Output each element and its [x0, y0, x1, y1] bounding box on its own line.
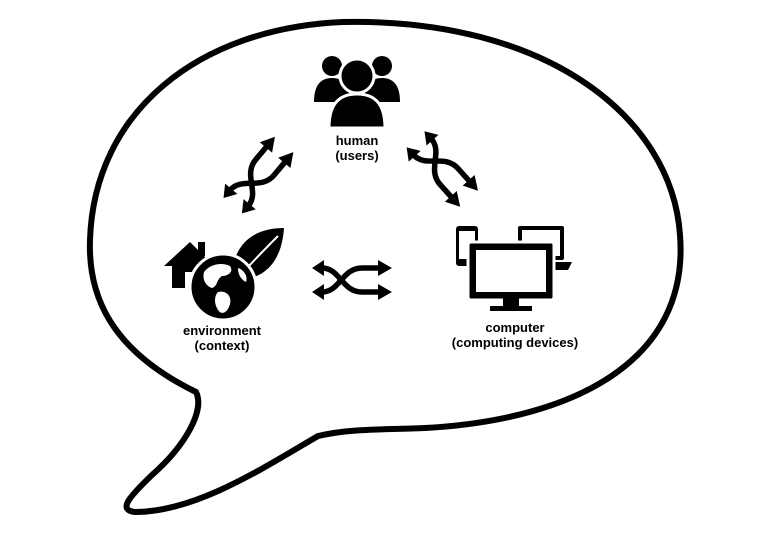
- globe-house-leaf-icon: [164, 228, 284, 322]
- devices-icon: [456, 226, 572, 311]
- node-label-environment: environment (context): [162, 323, 282, 353]
- environment-title: environment: [182, 323, 261, 338]
- environment-subtitle: (context): [194, 338, 250, 353]
- human-subtitle: (users): [335, 148, 379, 163]
- node-label-computer: computer (computing devices): [430, 320, 600, 350]
- computer-title: computer: [485, 320, 545, 335]
- computer-subtitle: (computing devices): [451, 335, 579, 350]
- users-group-icon: [314, 56, 400, 130]
- human-title: human: [335, 133, 379, 148]
- node-label-human: human (users): [322, 133, 392, 163]
